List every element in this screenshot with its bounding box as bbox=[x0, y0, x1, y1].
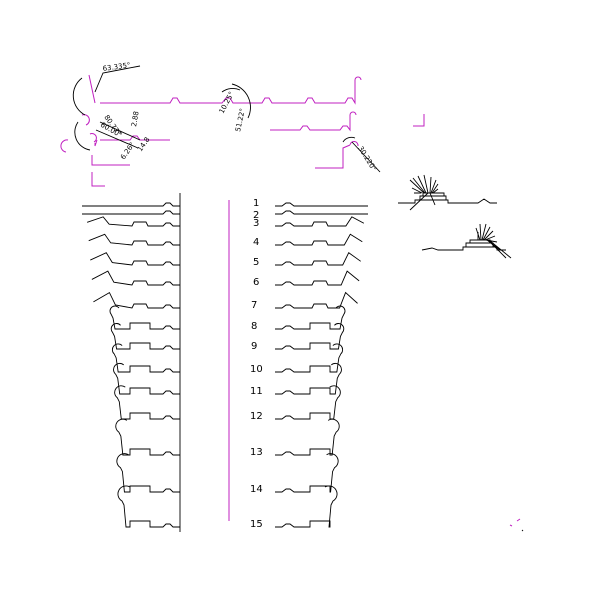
detail-corner-mark bbox=[413, 114, 425, 127]
stage-number-6: 6 bbox=[253, 277, 259, 288]
detail-profile-line-5 bbox=[91, 172, 105, 187]
right-profile-stage-1 bbox=[275, 202, 368, 207]
detail-profile-line-3 bbox=[94, 135, 170, 147]
stage-number-5: 5 bbox=[253, 257, 259, 268]
stage-number-8: 8 bbox=[251, 321, 257, 332]
left-profile-stage-2 bbox=[82, 210, 180, 215]
left-profile-stage-3 bbox=[86, 216, 180, 227]
stage-number-3: 3 bbox=[253, 218, 259, 229]
left-profile-stage-11 bbox=[113, 362, 180, 395]
detail-profile-line-1 bbox=[100, 76, 362, 105]
angle-arc-2b bbox=[231, 83, 251, 119]
roll-sketch-2 bbox=[421, 223, 512, 259]
left-profile-stage-10 bbox=[111, 343, 180, 373]
roll-sketch-2-flower bbox=[475, 223, 512, 259]
left-profile-stage-5 bbox=[90, 252, 180, 266]
detail-bend-b bbox=[349, 141, 359, 147]
angle-arc-1 bbox=[72, 77, 86, 116]
right-profile-stage-4 bbox=[275, 233, 363, 246]
left-profile-stage-1 bbox=[82, 202, 180, 207]
stage-number-13: 13 bbox=[250, 447, 263, 458]
stray-mark-2 bbox=[509, 524, 513, 527]
left-profile-stage-12 bbox=[114, 385, 180, 420]
right-profile-stage-2 bbox=[275, 210, 368, 215]
angle-label-1: 63.335° bbox=[102, 61, 131, 73]
right-profile-stage-11 bbox=[275, 362, 342, 395]
angle-leader-4 bbox=[351, 141, 381, 173]
angle-dimensions: 63.335° 10.25° 51.22° 30.220° 80.77° 60.… bbox=[72, 61, 381, 173]
right-profile-stage-15 bbox=[275, 485, 338, 528]
stage-number-1: 1 bbox=[253, 198, 259, 209]
right-profile-stage-6 bbox=[275, 270, 360, 286]
right-profile-stage-10 bbox=[275, 343, 344, 373]
detail-profile-line-4 bbox=[91, 155, 130, 166]
left-profile-stage-6 bbox=[91, 270, 180, 286]
left-half-profiles bbox=[82, 202, 180, 528]
left-profile-stage-7 bbox=[93, 291, 180, 309]
stray-mark-3 bbox=[521, 529, 524, 532]
right-profile-stage-3 bbox=[275, 216, 365, 227]
right-profile-stage-12 bbox=[275, 385, 341, 420]
angle-leader-1 bbox=[94, 65, 141, 93]
right-profile-stage-13 bbox=[275, 418, 340, 456]
angle-arc-4 bbox=[342, 136, 356, 143]
left-profile-stage-8 bbox=[109, 305, 180, 330]
angle-label-7: 2.88 bbox=[130, 111, 141, 128]
roll-sketch-1 bbox=[398, 174, 497, 211]
stage-number-7: 7 bbox=[251, 300, 257, 311]
stage-number-9: 9 bbox=[251, 341, 257, 352]
detail-arc-left bbox=[60, 139, 69, 153]
stage-number-10: 10 bbox=[250, 364, 263, 375]
right-profile-stage-7 bbox=[275, 291, 358, 309]
right-half-profiles bbox=[275, 202, 368, 528]
angle-label-4: 30.220° bbox=[356, 145, 378, 173]
right-profile-stage-8 bbox=[275, 305, 346, 330]
detail-bend-a bbox=[88, 74, 96, 104]
stray-mark-1 bbox=[516, 518, 521, 522]
stage-number-11: 11 bbox=[250, 386, 263, 397]
roll-sketch-1-base bbox=[398, 198, 497, 204]
right-profile-stage-9 bbox=[275, 323, 345, 350]
stage-number-15: 15 bbox=[250, 519, 263, 530]
left-profile-stage-4 bbox=[88, 233, 180, 246]
right-profile-stage-5 bbox=[275, 252, 361, 266]
stage-number-2: 2 bbox=[253, 210, 259, 221]
detail-arc-small bbox=[81, 114, 90, 126]
angle-arc-5 bbox=[74, 121, 91, 151]
detail-arc-small-2 bbox=[89, 133, 97, 143]
right-profile-stage-14 bbox=[275, 453, 339, 493]
stray-marks bbox=[509, 518, 524, 532]
left-profile-stage-9 bbox=[110, 323, 180, 350]
detail-profile-line-2 bbox=[270, 111, 357, 132]
left-profile-stage-14 bbox=[116, 453, 180, 493]
stage-number-12: 12 bbox=[250, 411, 263, 422]
left-profile-stage-15 bbox=[117, 485, 180, 528]
detail-profile-line-6 bbox=[315, 144, 351, 169]
roll-sketch-2-base bbox=[421, 246, 506, 251]
angle-label-3: 51.22° bbox=[234, 108, 247, 133]
stage-number-14: 14 bbox=[250, 484, 263, 495]
stage-number-4: 4 bbox=[253, 237, 259, 248]
angle-leader-6 bbox=[95, 121, 141, 149]
angle-arc-2 bbox=[221, 88, 241, 93]
detail-profile-top bbox=[60, 74, 425, 187]
left-profile-stage-13 bbox=[115, 418, 180, 456]
roll-sketch-1-flower bbox=[409, 174, 439, 211]
